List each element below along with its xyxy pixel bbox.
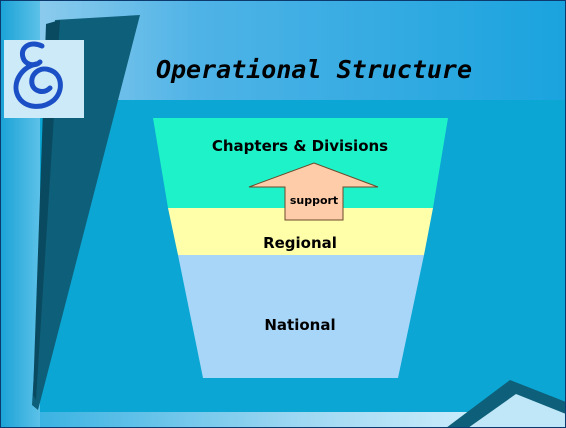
level-label-regional: Regional	[263, 234, 337, 252]
support-arrow	[248, 162, 379, 221]
level-label-chapters-divisions: Chapters & Divisions	[212, 137, 388, 155]
corner-light-shape	[468, 394, 566, 428]
support-arrow-label: support	[290, 194, 338, 207]
level-regional	[168, 208, 433, 255]
structure-diagram: Chapters & Divisions support Regional Na…	[153, 118, 448, 378]
bottom-band	[40, 412, 470, 428]
slide-title: Operational Structure	[156, 55, 472, 84]
mother-and-child-logo-icon	[13, 41, 63, 109]
level-national	[178, 255, 424, 378]
level-label-national: National	[264, 316, 335, 334]
logo	[4, 40, 84, 118]
